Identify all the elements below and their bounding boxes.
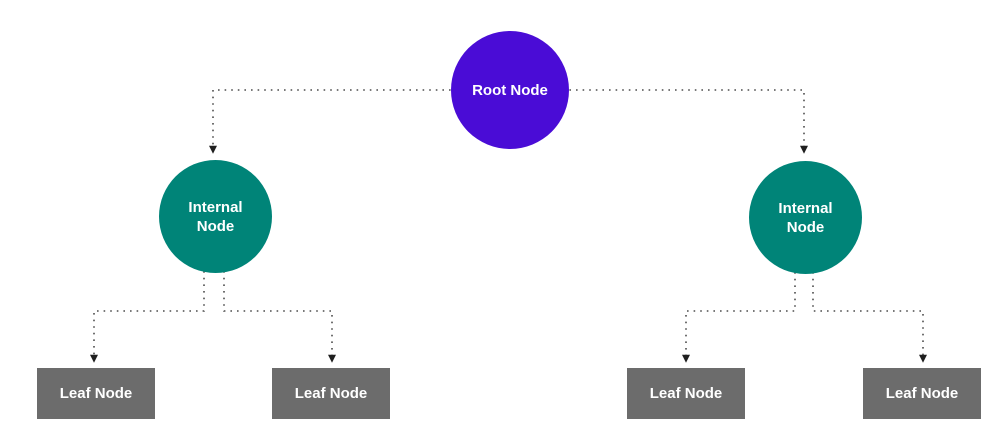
leaf-node-1-label: Leaf Node	[59, 385, 133, 402]
internal-node-left-label: Internal Node	[188, 198, 243, 235]
connector-internal-left-to-leaf-1	[90, 258, 205, 363]
leaf-node-2: Leaf Node	[272, 368, 390, 419]
leaf-node-4-label: Leaf Node	[885, 385, 959, 402]
connector-internal-right-to-leaf-3	[682, 259, 796, 363]
connector-internal-right-to-leaf-4	[812, 259, 927, 363]
internal-node-right-label: Internal Node	[778, 199, 833, 236]
leaf-node-3: Leaf Node	[627, 368, 745, 419]
internal-node-left: Internal Node	[159, 160, 272, 273]
leaf-node-3-label: Leaf Node	[649, 385, 723, 402]
connector-root-to-internal-left	[209, 89, 510, 154]
leaf-node-4: Leaf Node	[863, 368, 981, 419]
internal-node-right: Internal Node	[749, 161, 862, 274]
root-node: Root Node	[451, 31, 569, 149]
root-node-label: Root Node	[472, 81, 548, 99]
leaf-node-1: Leaf Node	[37, 368, 155, 419]
connector-internal-left-to-leaf-2	[223, 258, 336, 363]
leaf-node-2-label: Leaf Node	[294, 385, 368, 402]
